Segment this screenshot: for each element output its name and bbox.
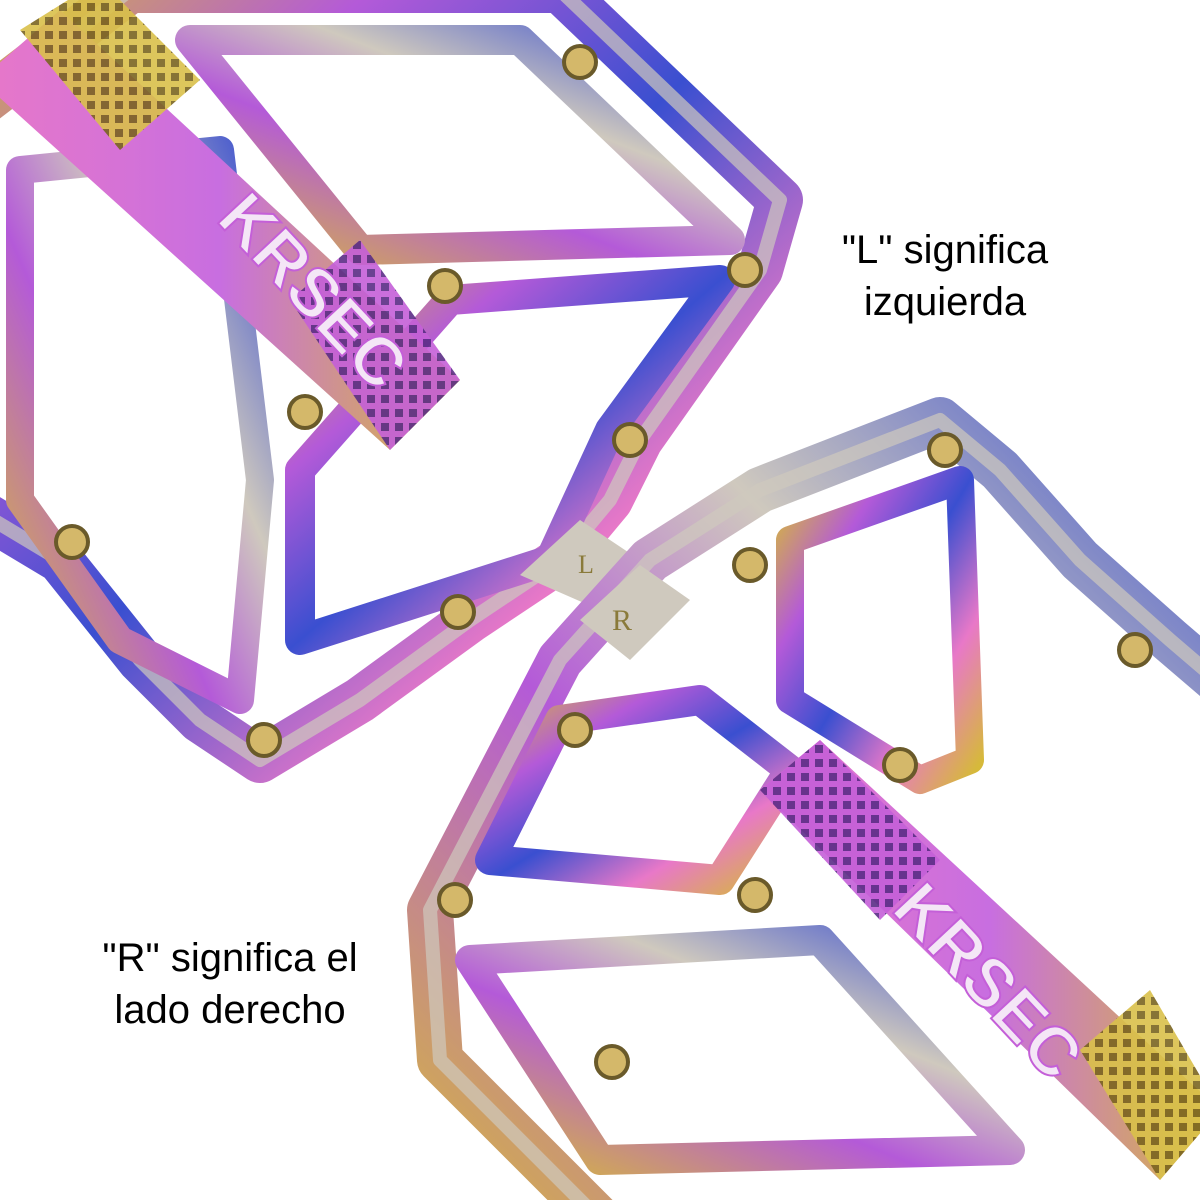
left-pedal: KRSEC L <box>0 0 803 783</box>
right-pedal-letter: R <box>612 604 632 637</box>
caption-right-line1: "R" significa el <box>102 936 358 980</box>
caption-left-meaning: "L" significa izquierda <box>800 224 1090 328</box>
left-pedal-letter: L <box>578 550 594 579</box>
caption-right-line2: lado derecho <box>114 988 346 1032</box>
caption-right-meaning: "R" significa el lado derecho <box>55 932 405 1036</box>
caption-left-line2: izquierda <box>863 280 1027 324</box>
caption-left-line1: "L" significa <box>841 228 1049 272</box>
